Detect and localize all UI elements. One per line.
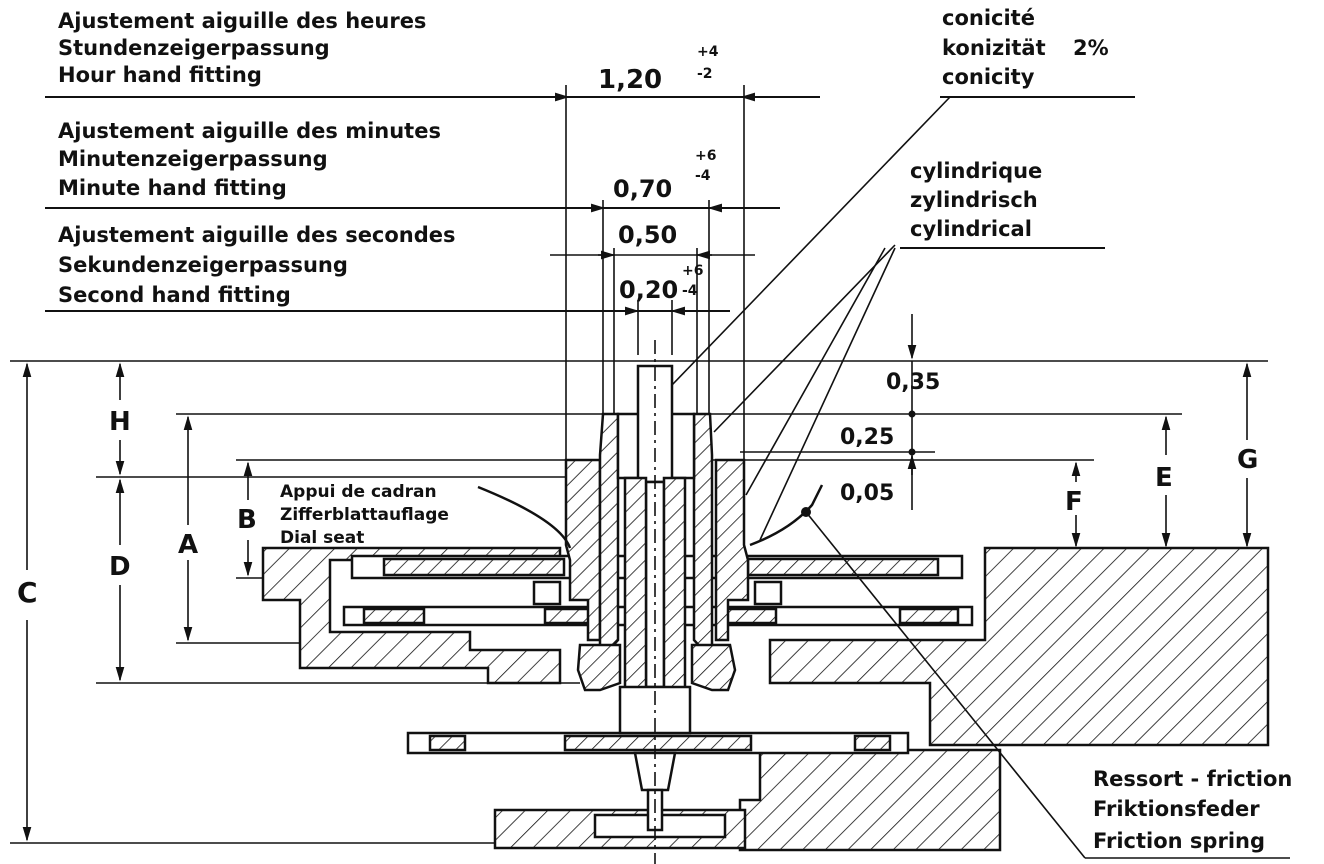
dim-second-outer: 0,50 [618, 221, 677, 249]
main-plate [768, 546, 1270, 747]
letter-A: A [178, 530, 198, 560]
dim-hour-lower: -2 [697, 66, 713, 82]
friction-spring-label-en: Friction spring [1093, 829, 1265, 853]
dim-v2: 0,25 [840, 425, 894, 450]
minute-pipe-right [692, 412, 714, 664]
letter-F: F [1065, 487, 1083, 517]
minute-hand-label-group: Ajustement aiguille des minutes Minutenz… [58, 119, 441, 200]
dim-F: F [1065, 461, 1083, 548]
dim-minute-upper: +6 [695, 148, 716, 164]
conicity-label-group: conicité konizität 2% conicity [942, 6, 1109, 89]
dim-minute: 0,70 +6 -4 [613, 148, 716, 203]
friction-spring-label-fr: Ressort - friction [1093, 767, 1292, 791]
minute-label-fr: Ajustement aiguille des minutes [58, 119, 441, 143]
pinion-left [532, 580, 562, 606]
dial-seat-label-en: Dial seat [280, 528, 364, 548]
dial-seat-label-de: Zifferblattauflage [280, 505, 449, 525]
dim-second: 0,20 +6 -4 [619, 263, 703, 304]
dim-C: C [17, 362, 38, 842]
dim-minute-lower: -4 [695, 168, 711, 184]
letter-E: E [1155, 463, 1173, 493]
hour-wheel-left-hatch [382, 557, 566, 577]
letter-D: D [109, 552, 131, 582]
minute-pipe-left [598, 412, 620, 664]
second-label-en: Second hand fitting [58, 283, 291, 307]
lower-wheel-hatch-right [853, 734, 892, 752]
conicity-label-fr: conicité [942, 6, 1035, 30]
dim-D: D [109, 478, 131, 682]
dim-B: B [237, 461, 257, 577]
conicity-label-de: konizität [942, 36, 1046, 60]
minute-wheel-hatch-left [362, 607, 426, 625]
friction-spring-curve [749, 484, 824, 547]
arbor-shoulder [623, 476, 648, 692]
second-label-de: Sekundenzeigerpassung [58, 253, 348, 277]
dim-minute-value: 0,70 [613, 175, 672, 203]
arbor-shoulder-right [662, 476, 687, 692]
conicity-percent: 2% [1073, 36, 1109, 60]
dim-v3: 0,05 [840, 481, 894, 506]
pinion-right [753, 580, 783, 606]
hour-label-en: Hour hand fitting [58, 63, 262, 87]
dim-small-stack: 0,35 0,25 0,05 [840, 314, 940, 510]
dim-second-value: 0,20 [619, 276, 678, 304]
hour-hand-label-group: Ajustement aiguille des heures Stundenze… [58, 9, 426, 87]
cylindrical-label-en: cylindrical [910, 217, 1032, 241]
dim-G: G [1237, 362, 1258, 548]
friction-spring-label-group: Ressort - friction Friktionsfeder Fricti… [1093, 767, 1292, 853]
dim-H: H [109, 362, 131, 476]
friction-spring-label-de: Friktionsfeder [1093, 797, 1260, 821]
dim-second-upper: +6 [682, 263, 703, 279]
cannon-pinion-base [576, 643, 622, 692]
dim-v1: 0,35 [886, 370, 940, 395]
second-hand-label-group: Ajustement aiguille des secondes Sekunde… [58, 223, 456, 307]
leader-lines [671, 96, 1290, 859]
hour-label-de: Stundenzeigerpassung [58, 36, 330, 60]
hour-wheel-right-hatch [746, 557, 940, 577]
hour-label-fr: Ajustement aiguille des heures [58, 9, 426, 33]
minute-label-de: Minutenzeigerpassung [58, 147, 328, 171]
letter-G: G [1237, 445, 1258, 475]
letter-C: C [17, 576, 38, 609]
bridge [738, 748, 1002, 852]
dim-second-lower: -4 [682, 283, 698, 299]
dial-seat-curve [477, 485, 572, 549]
cannon-pinion-base-right [690, 643, 737, 692]
letter-B: B [237, 505, 257, 535]
conicity-label-en: conicity [942, 65, 1035, 89]
minute-wheel-hatch-right [898, 607, 960, 625]
lower-wheel-hatch-left [428, 734, 467, 752]
dim-second-outer-value: 0,50 [618, 221, 677, 249]
lower-wheel-hatch-center [563, 734, 753, 752]
hour-pipe-right [714, 458, 750, 642]
dial-seat-label-fr: Appui de cadran [280, 482, 437, 502]
letter-H: H [109, 407, 131, 437]
cylindrical-label-de: zylindrisch [910, 188, 1038, 212]
dial-seat-label-group: Appui de cadran Zifferblattauflage Dial … [280, 482, 449, 548]
dim-hour-value: 1,20 [598, 65, 662, 95]
dim-hour-upper: +4 [697, 44, 719, 60]
cylindrical-label-fr: cylindrique [910, 159, 1042, 183]
minute-label-en: Minute hand fitting [58, 176, 287, 200]
dim-hour: 1,20 +4 -2 [598, 44, 719, 95]
dim-A: A [178, 415, 198, 642]
arbor-pivot [633, 751, 677, 792]
dim-E: E [1155, 415, 1173, 548]
second-label-fr: Ajustement aiguille des secondes [58, 223, 456, 247]
cylindrical-label-group: cylindrique zylindrisch cylindrical [910, 159, 1042, 241]
